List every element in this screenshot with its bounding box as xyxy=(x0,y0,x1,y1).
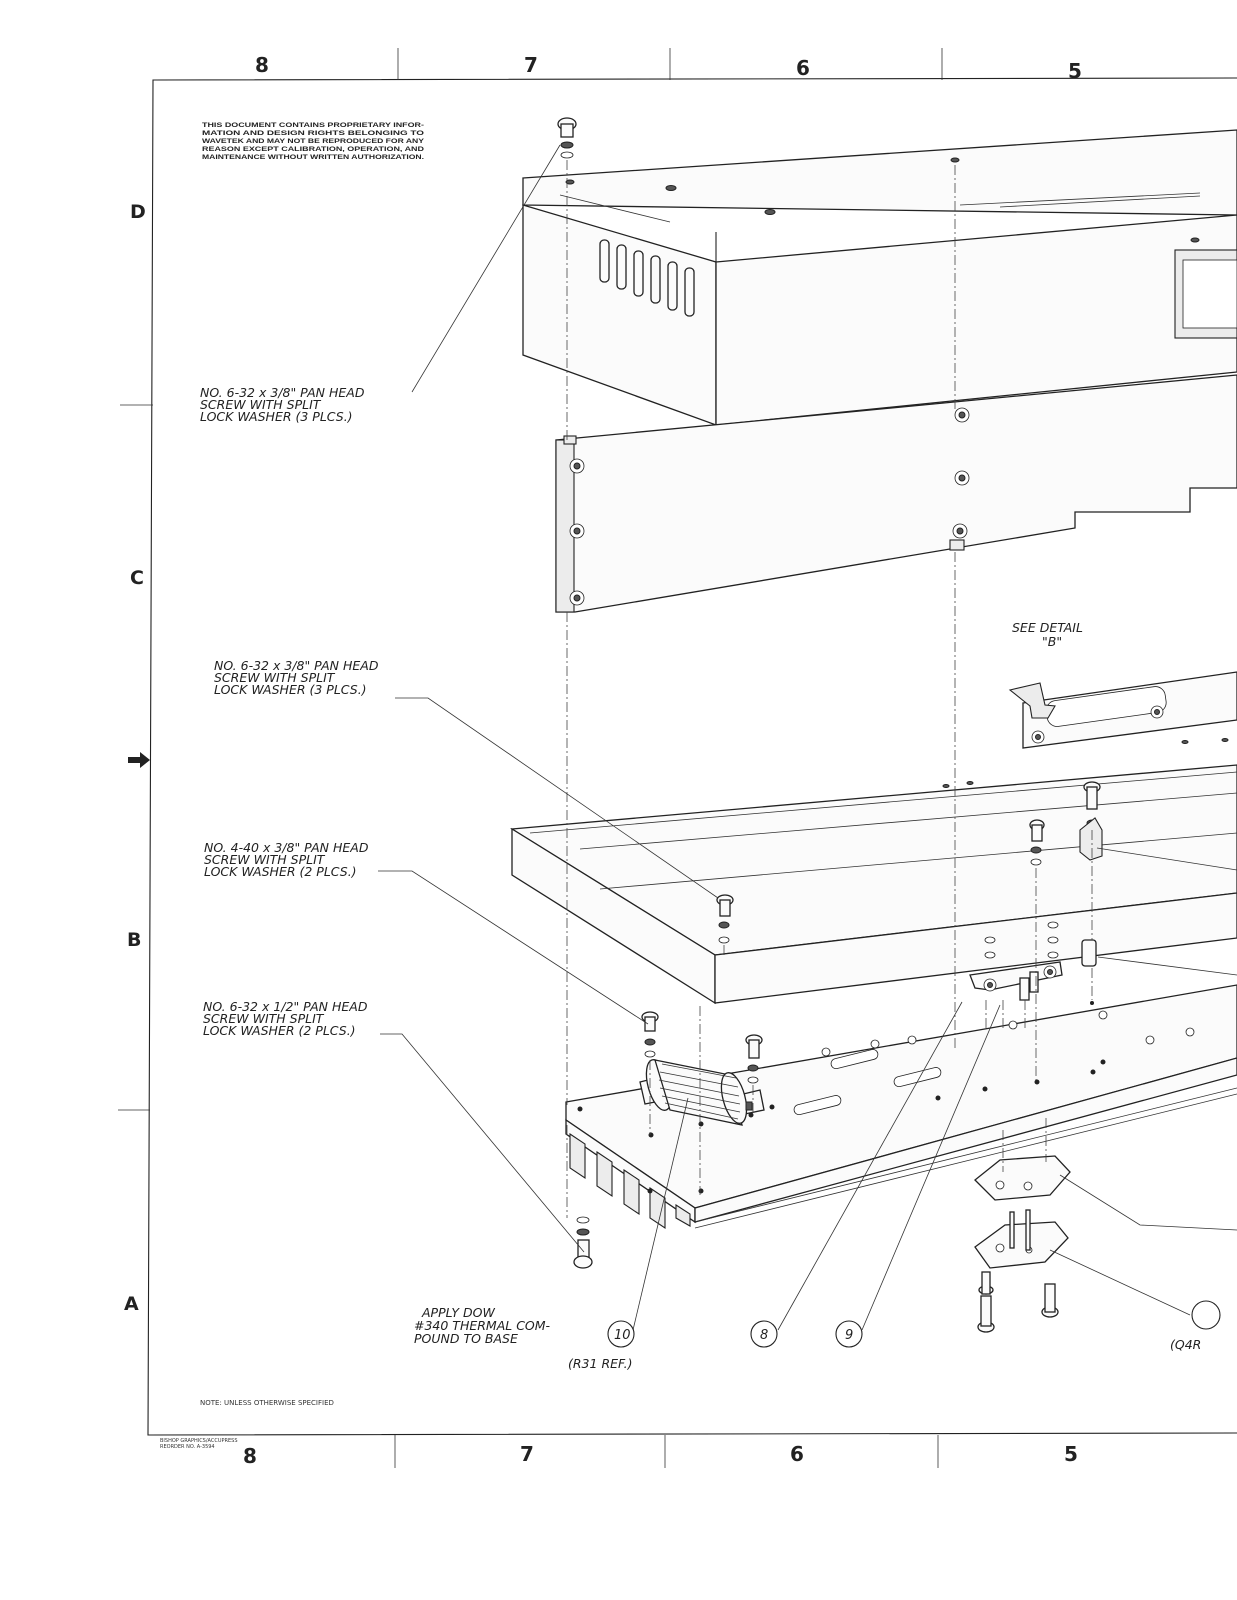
svg-text:NO. 6-32 x 1/2" PAN HEAD: NO. 6-32 x 1/2" PAN HEAD xyxy=(203,999,368,1014)
row-d: D xyxy=(130,201,146,223)
chassis-tray xyxy=(510,738,1237,1005)
svg-text:MATION AND DESIGN RIGHTS BELON: MATION AND DESIGN RIGHTS BELONGING TO xyxy=(202,130,424,137)
base-heatsink xyxy=(565,984,1237,1230)
standoffs xyxy=(969,921,1097,1001)
svg-text:REASON EXCEPT CALIBRATION, OPE: REASON EXCEPT CALIBRATION, OPERATION, AN… xyxy=(202,146,425,153)
svg-text:MAINTENANCE WITHOUT WRITTEN AU: MAINTENANCE WITHOUT WRITTEN AUTHORIZATIO… xyxy=(202,154,424,161)
resistor-r31 xyxy=(639,1059,765,1126)
svg-text:WAVETEK AND MAY NOT BE REPRODU: WAVETEK AND MAY NOT BE REPRODUCED FOR AN… xyxy=(202,138,425,145)
svg-text:10: 10 xyxy=(614,1328,631,1343)
svg-text:POUND TO BASE: POUND TO BASE xyxy=(414,1331,518,1346)
drawing-border xyxy=(118,48,1237,1468)
tray-screws xyxy=(716,781,1103,944)
callout-half-screw: NO. 6-32 x 1/2" PAN HEAD SCREW WITH SPLI… xyxy=(203,999,368,1038)
svg-text:SCREW WITH SPLIT: SCREW WITH SPLIT xyxy=(204,852,326,867)
top-screw xyxy=(557,117,577,159)
svg-text:LOCK WASHER (2 PLCS.): LOCK WASHER (2 PLCS.) xyxy=(203,1023,356,1038)
center-arrow-icon xyxy=(128,752,150,768)
zone-bottom-5: 5 xyxy=(1064,1442,1078,1466)
callout-thermal-compound: APPLY DOW #340 THERMAL COM- POUND TO BAS… xyxy=(414,1305,551,1346)
heatsink-screws xyxy=(573,1011,763,1269)
top-cover xyxy=(522,129,1237,426)
svg-text:APPLY DOW: APPLY DOW xyxy=(421,1305,495,1320)
printer-imprint-line1: BISHOP GRAPHICS/ACCUPRESS xyxy=(160,1438,238,1444)
balloon-8: 8 xyxy=(750,1320,778,1348)
svg-text:#340 THERMAL COM-: #340 THERMAL COM- xyxy=(414,1318,551,1333)
svg-text:LOCK WASHER (3 PLCS.): LOCK WASHER (3 PLCS.) xyxy=(214,682,367,697)
proprietary-notice: THIS DOCUMENT CONTAINS PROPRIETARY INFOR… xyxy=(202,122,425,161)
svg-text:SEE DETAIL: SEE DETAIL xyxy=(1012,620,1083,635)
svg-text:9: 9 xyxy=(845,1328,853,1343)
svg-text:SCREW WITH SPLIT: SCREW WITH SPLIT xyxy=(200,397,322,412)
balloon-q4: (Q4R xyxy=(1170,1300,1221,1352)
zone-bottom-7: 7 xyxy=(520,1442,534,1466)
svg-text:SCREW WITH SPLIT: SCREW WITH SPLIT xyxy=(214,670,336,685)
svg-text:THIS DOCUMENT CONTAINS PROPRIE: THIS DOCUMENT CONTAINS PROPRIETARY INFOR… xyxy=(202,122,424,129)
svg-text:8: 8 xyxy=(760,1328,768,1343)
balloon-9: 9 xyxy=(835,1320,863,1348)
row-b: B xyxy=(127,929,141,951)
callout-small-screw: NO. 4-40 x 3/8" PAN HEAD SCREW WITH SPLI… xyxy=(204,840,369,879)
transistor-insulators xyxy=(974,1118,1071,1333)
svg-text:LOCK WASHER (3 PLCS.): LOCK WASHER (3 PLCS.) xyxy=(200,409,353,424)
printer-imprint-line2: REORDER NO. A-3594 xyxy=(160,1444,215,1450)
svg-text:(Q4R: (Q4R xyxy=(1170,1337,1201,1352)
general-note: NOTE: UNLESS OTHERWISE SPECIFIED xyxy=(200,1399,334,1407)
assembly-centerlines xyxy=(566,160,1093,1218)
zone-top-8: 8 xyxy=(255,53,269,77)
zone-top-7: 7 xyxy=(524,53,538,77)
zone-top-6: 6 xyxy=(796,56,810,80)
row-c: C xyxy=(130,567,144,589)
svg-text:"B": "B" xyxy=(1042,634,1062,649)
detail-b-bracket xyxy=(1008,671,1237,749)
callout-see-detail: SEE DETAIL "B" xyxy=(1012,620,1083,649)
svg-text:LOCK WASHER (2 PLCS.): LOCK WASHER (2 PLCS.) xyxy=(204,864,357,879)
cover-vent-slots xyxy=(599,239,695,317)
svg-text:SCREW WITH SPLIT: SCREW WITH SPLIT xyxy=(203,1011,325,1026)
svg-text:(R31 REF.): (R31 REF.) xyxy=(568,1356,632,1371)
svg-text:NO. 6-32 x 3/8" PAN HEAD: NO. 6-32 x 3/8" PAN HEAD xyxy=(200,385,365,400)
zone-bottom-6: 6 xyxy=(790,1442,804,1466)
callout-top-screw: NO. 6-32 x 3/8" PAN HEAD SCREW WITH SPLI… xyxy=(200,385,365,424)
leader-lines xyxy=(378,144,1237,1331)
balloon-10: 10 (R31 REF.) xyxy=(568,1320,635,1371)
svg-text:NO. 4-40 x 3/8" PAN HEAD: NO. 4-40 x 3/8" PAN HEAD xyxy=(204,840,369,855)
zone-top-5: 5 xyxy=(1068,59,1082,83)
zone-bottom-8: 8 xyxy=(243,1444,257,1468)
svg-text:NO. 6-32 x 3/8" PAN HEAD: NO. 6-32 x 3/8" PAN HEAD xyxy=(214,658,379,673)
row-a: A xyxy=(124,1293,139,1315)
callout-mid-screw: NO. 6-32 x 3/8" PAN HEAD SCREW WITH SPLI… xyxy=(214,658,379,697)
rear-panel xyxy=(555,374,1237,613)
